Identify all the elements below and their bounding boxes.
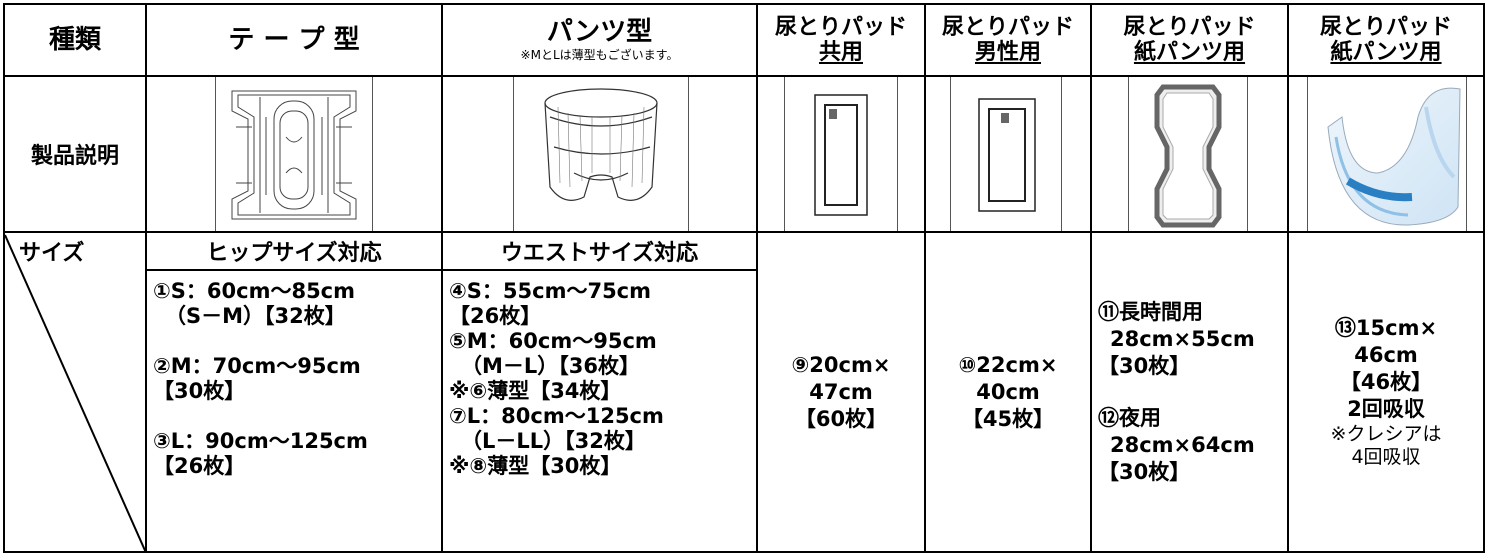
pad-common-size-line: 47cm: [809, 379, 873, 404]
tape-diaper-image: [215, 78, 373, 230]
pants-size-line: ④S：55cm～75cm: [449, 279, 652, 303]
header-tape: テ ー プ 型: [145, 3, 443, 77]
header-pad-male: 尿とりパッド 男性用: [924, 3, 1092, 77]
tape-size-line: ③L：90cm～125cm: [153, 429, 368, 453]
pants-size-line: ※⑧薄型【30枚】: [449, 454, 622, 478]
pad-male-size-line: 40cm: [976, 379, 1040, 404]
pad-male-image: [950, 78, 1062, 230]
pants-size-line: ⑤M：60cm～95cm: [449, 329, 657, 353]
header-pad-paper2-line1: 尿とりパッド: [1319, 15, 1452, 40]
header-row: 種類 テ ー プ 型 パンツ型 ※MとLは薄型もございます。 尿とりパッド 共用…: [3, 3, 1485, 77]
pad-common-size-line: ⑨20cm×: [791, 352, 891, 377]
diagonal-line: [6, 234, 144, 550]
pad-paper2-size-line: ⑬15cm×: [1334, 316, 1438, 340]
tape-size-line: ①S：60cm～85cm: [153, 279, 356, 303]
tape-size-line: 【26枚】: [153, 454, 246, 478]
header-pad-paper2-line2: 紙パンツ用: [1330, 40, 1442, 65]
header-pad-paper2: 尿とりパッド 紙パンツ用: [1287, 3, 1485, 77]
pad-paper-size-gap: [1098, 380, 1286, 405]
size-label-cell: サイズ: [3, 231, 147, 553]
pad-paper2-size-note: ※クレシアは: [1330, 423, 1442, 445]
pad-paper2-image-cell: [1287, 75, 1485, 233]
size-detail-row: ①S：60cm～85cm （S－M）【32枚】 ②M：70cm～95cm 【30…: [4, 269, 1484, 553]
pants-size-line: （L－LL）【32枚】: [461, 429, 646, 453]
pad-common-image-cell: [756, 75, 926, 233]
tape-size-line: 【30枚】: [153, 379, 246, 403]
pad-paper2-size-line: 46cm: [1354, 343, 1418, 367]
pad-male-size-cell: ⑩22cm× 40cm 【45枚】: [924, 231, 1092, 553]
pad-paper-size-line: 【30枚】: [1098, 459, 1191, 484]
tape-size-list: ①S：60cm～85cm （S－M）【32枚】 ②M：70cm～95cm 【30…: [145, 269, 443, 553]
tape-image-cell: [145, 75, 443, 233]
header-pad-paper-line2: 紙パンツ用: [1133, 40, 1246, 65]
header-pad-male-line2: 男性用: [974, 40, 1041, 65]
product-row: 製品説明: [3, 75, 1485, 233]
pad-male-size-line: 【45枚】: [961, 406, 1055, 431]
pants-size-line: （M－L）【36枚】: [461, 354, 641, 378]
size-label: サイズ: [19, 241, 85, 266]
header-pants-note: ※MとLは薄型もございます。: [520, 48, 679, 62]
pants-image-cell: [441, 75, 758, 233]
pad-common-size-cell: ⑨20cm× 47cm 【60枚】: [756, 231, 926, 553]
tape-size-line: ②M：70cm～95cm: [153, 354, 361, 378]
pad-paper2-size-cell: ⑬15cm× 46cm 【46枚】 2回吸収 ※クレシアは 4回吸収: [1287, 231, 1485, 553]
header-type-label: 種類: [3, 3, 147, 77]
pad-paper-image-cell: [1090, 75, 1289, 233]
pad-paper-size-cell: ⑪長時間用 28cm×55cm 【30枚】 ⑫夜用 28cm×64cm 【30枚…: [1090, 231, 1289, 553]
header-pad-male-line1: 尿とりパッド: [941, 15, 1074, 40]
pants-size-line: 【26枚】: [449, 304, 542, 328]
header-pants-title: パンツ型: [546, 17, 653, 47]
pad-male-image-cell: [924, 75, 1092, 233]
product-label: 製品説明: [3, 75, 147, 233]
pants-size-head: ウエストサイズ対応: [441, 231, 758, 271]
pants-diaper-image: [513, 78, 689, 230]
pad-common-image: [784, 78, 898, 230]
tape-size-head: ヒップサイズ対応: [145, 231, 443, 271]
pants-size-list: ④S：55cm～75cm 【26枚】 ⑤M：60cm～95cm （M－L）【36…: [441, 269, 758, 553]
pad-paper2-size-note: 4回吸収: [1351, 446, 1421, 468]
pants-size-line: ※⑥薄型【34枚】: [449, 379, 622, 403]
product-size-table: 種類 テ ー プ 型 パンツ型 ※MとLは薄型もございます。 尿とりパッド 共用…: [3, 3, 1485, 553]
pad-male-size-line: ⑩22cm×: [958, 352, 1058, 377]
header-pad-paper-line1: 尿とりパッド: [1123, 15, 1256, 40]
header-pad-common-line1: 尿とりパッド: [774, 15, 907, 40]
header-pad-common-line2: 共用: [818, 40, 863, 65]
pad-common-size-line: 【60枚】: [794, 406, 888, 431]
pad-paper-size-line: 【30枚】: [1098, 353, 1191, 378]
pad-paper2-size-line: 2回吸収: [1347, 397, 1425, 421]
tape-size-gap: [153, 404, 437, 429]
header-pad-paper: 尿とりパッド 紙パンツ用: [1090, 3, 1289, 77]
pad-paper-size-line: 28cm×64cm: [1110, 432, 1255, 457]
pad-paper-size-line: ⑪長時間用: [1098, 299, 1203, 324]
pad-paper2-image: [1307, 78, 1467, 230]
pants-size-line: ⑦L：80cm～125cm: [449, 404, 664, 428]
pad-paper-size-line: ⑫夜用: [1098, 405, 1161, 430]
header-pants: パンツ型 ※MとLは薄型もございます。: [441, 3, 758, 77]
pad-paper-image: [1128, 78, 1248, 230]
pad-paper2-size-line: 【46枚】: [1339, 370, 1433, 394]
pad-paper-size-line: 28cm×55cm: [1110, 326, 1255, 351]
header-pad-common: 尿とりパッド 共用: [756, 3, 926, 77]
tape-size-line: （S－M）【32枚】: [165, 304, 346, 328]
tape-size-gap: [153, 329, 437, 354]
size-head-row: サイズ ヒップサイズ対応 ウエストサイズ対応 ⑨20cm× 47cm 【60枚】…: [3, 231, 1485, 553]
